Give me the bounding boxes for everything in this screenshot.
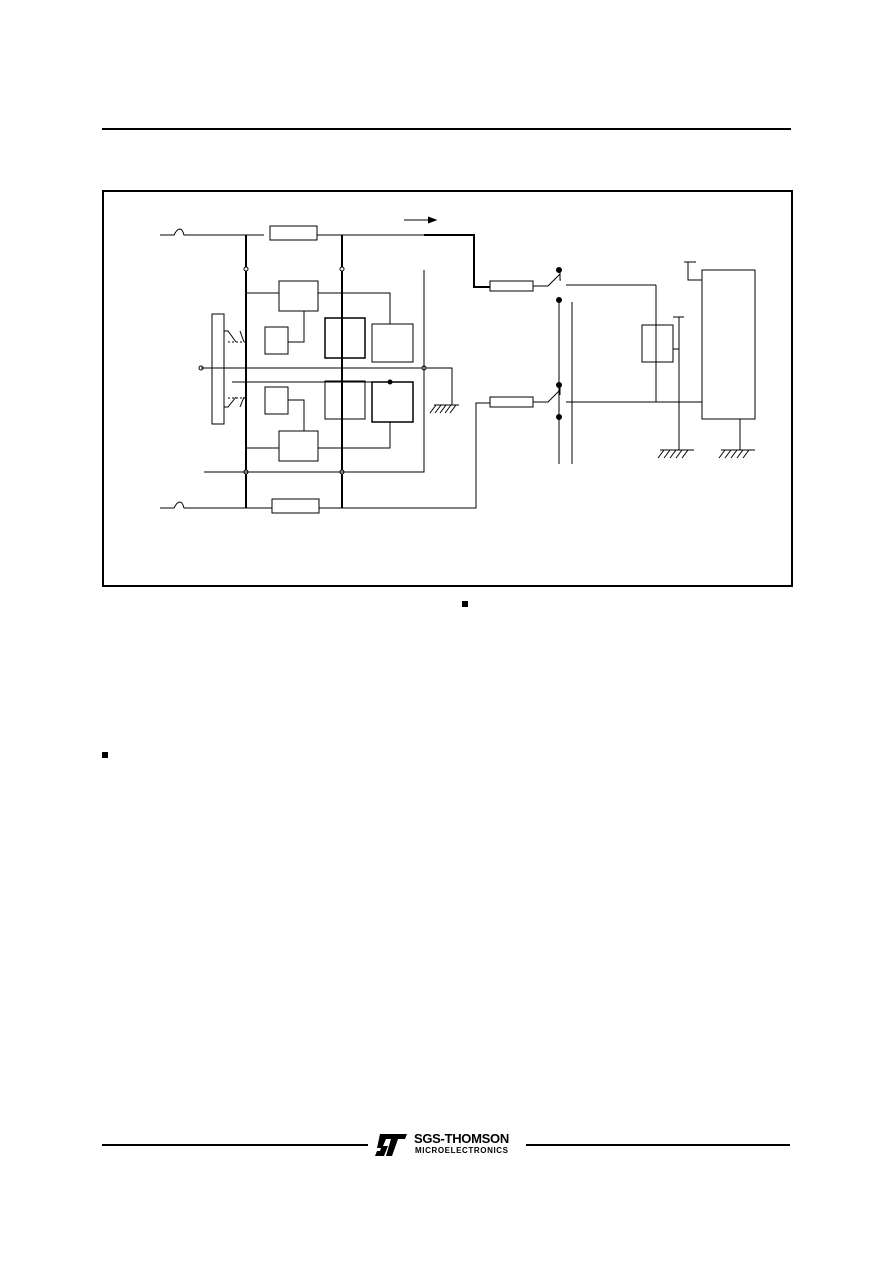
controller-supply bbox=[684, 261, 702, 281]
relay-resistor-top bbox=[489, 280, 534, 292]
block-lower-1 bbox=[264, 386, 289, 415]
block-lower-4 bbox=[278, 430, 319, 462]
footer-logo: SGS-THOMSON MICROELECTRONICS bbox=[374, 1131, 522, 1161]
reference-line bbox=[214, 367, 453, 405]
circuit-diagram-figure bbox=[102, 190, 793, 587]
lower-junction bbox=[387, 379, 393, 385]
bottom-line-wire bbox=[319, 402, 490, 509]
top-line-resistor bbox=[269, 225, 318, 241]
relay-contact-bottom-dot bbox=[556, 382, 562, 388]
block-lower-3 bbox=[371, 381, 414, 423]
circuit-schematic bbox=[160, 216, 756, 514]
square-bullet-icon bbox=[462, 601, 468, 607]
square-bullet-icon bbox=[102, 752, 108, 758]
lower-block-wires bbox=[232, 381, 391, 449]
relay-contact-lower-bottom-dot bbox=[556, 414, 562, 420]
block-lower-2 bbox=[324, 380, 366, 420]
reference-ground bbox=[429, 404, 459, 414]
controller-ground-left bbox=[657, 402, 694, 459]
relay-contact-bottom bbox=[533, 385, 561, 403]
top-line-input-symbol bbox=[160, 228, 264, 236]
st-logo-icon bbox=[375, 1134, 407, 1156]
opto-block bbox=[641, 324, 674, 363]
block-upper-1 bbox=[278, 280, 319, 312]
switch-actuator-bar bbox=[211, 313, 225, 425]
switch-lower bbox=[224, 396, 245, 408]
switch-upper bbox=[224, 330, 245, 343]
bus-left-node-top bbox=[243, 266, 249, 272]
brand-name: SGS-THOMSON bbox=[414, 1131, 509, 1146]
right-feed-wire bbox=[204, 270, 425, 473]
block-upper-2 bbox=[264, 326, 289, 355]
controller-ground-right bbox=[718, 419, 755, 459]
block-upper-4 bbox=[371, 323, 414, 363]
upper-block-wires bbox=[246, 292, 391, 343]
header-rule bbox=[102, 128, 791, 130]
bus-middle-node-top bbox=[339, 266, 345, 272]
controller-block bbox=[701, 269, 756, 420]
bottom-line-resistor bbox=[271, 498, 320, 514]
relay-contact-top bbox=[533, 270, 561, 287]
relay-contact-lower-top bbox=[558, 302, 573, 462]
block-upper-3 bbox=[324, 317, 366, 359]
top-line-to-relay bbox=[424, 234, 490, 288]
current-arrow-head bbox=[427, 216, 438, 224]
bottom-line-input-symbol bbox=[160, 501, 272, 509]
brand-subtitle: MICROELECTRONICS bbox=[415, 1146, 509, 1155]
footer-rule-left bbox=[102, 1144, 368, 1146]
footer-rule-right bbox=[526, 1144, 790, 1146]
relay-contact-top-dot bbox=[556, 267, 562, 273]
relay-contact-lower-bottom bbox=[558, 419, 573, 464]
relay-contact-lower-top-dot bbox=[556, 297, 562, 303]
relay-resistor-bottom bbox=[489, 396, 534, 408]
opto-wires bbox=[673, 316, 684, 402]
